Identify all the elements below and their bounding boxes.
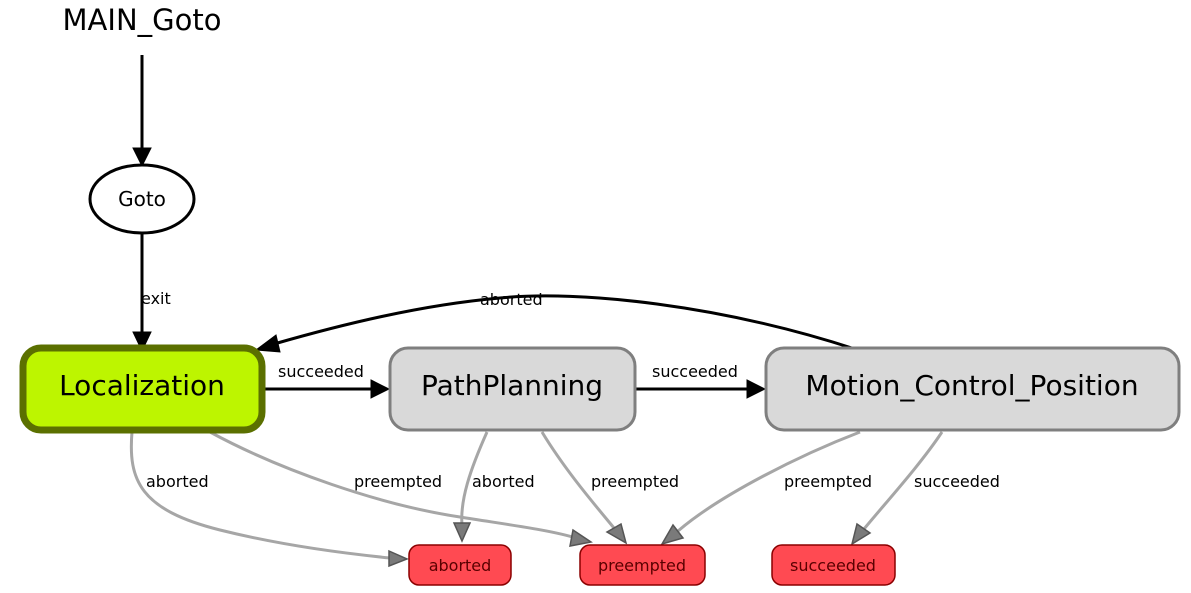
edge-label-aborted-loop: aborted: [480, 290, 543, 309]
edge-pathplanning-aborted: aborted: [452, 431, 535, 543]
edge-localization-aborted: aborted: [129, 431, 409, 568]
node-pathplanning[interactable]: PathPlanning: [388, 346, 637, 432]
edge-motion-aborted-loop: aborted: [254, 290, 856, 353]
edge-pathplanning-succeeded: succeeded: [636, 362, 767, 399]
edge-label-mc-preempted: preempted: [784, 472, 872, 491]
node-goto[interactable]: Goto: [88, 163, 196, 235]
edge-title-to-goto: [132, 55, 152, 168]
edge-label-loc-preempted: preempted: [354, 472, 442, 491]
node-pathplanning-label: PathPlanning: [421, 369, 603, 402]
edge-label-mc-succeeded: succeeded: [914, 472, 1000, 491]
node-motion-control-position[interactable]: Motion_Control_Position: [764, 346, 1181, 432]
node-localization[interactable]: Localization: [19, 344, 266, 434]
edge-label-pp-preempted: preempted: [591, 472, 679, 491]
edge-label-succeeded-1: succeeded: [278, 362, 364, 381]
edge-label-exit: exit: [141, 289, 171, 308]
edge-label-succeeded-2: succeeded: [652, 362, 738, 381]
edge-pathplanning-preempted: preempted: [540, 431, 679, 545]
node-motion-control-position-label: Motion_Control_Position: [805, 369, 1138, 402]
edge-localization-succeeded: succeeded: [263, 362, 391, 399]
outcome-aborted[interactable]: aborted: [408, 544, 512, 586]
outcome-preempted-label: preempted: [598, 556, 686, 575]
edge-motion-succeeded: succeeded: [850, 431, 1000, 546]
edge-goto-exit: exit: [132, 234, 171, 353]
outcome-succeeded-label: succeeded: [790, 556, 876, 575]
outcome-aborted-label: aborted: [429, 556, 492, 575]
outcome-preempted[interactable]: preempted: [579, 544, 706, 586]
node-localization-label: Localization: [59, 369, 225, 402]
edge-label-loc-aborted: aborted: [146, 472, 209, 491]
edge-localization-preempted: preempted: [209, 430, 593, 547]
edge-motion-preempted: preempted: [660, 430, 872, 546]
node-goto-label: Goto: [118, 187, 166, 211]
diagram-title: MAIN_Goto: [63, 3, 222, 37]
edge-label-pp-aborted: aborted: [472, 472, 535, 491]
outcome-succeeded[interactable]: succeeded: [771, 544, 896, 586]
